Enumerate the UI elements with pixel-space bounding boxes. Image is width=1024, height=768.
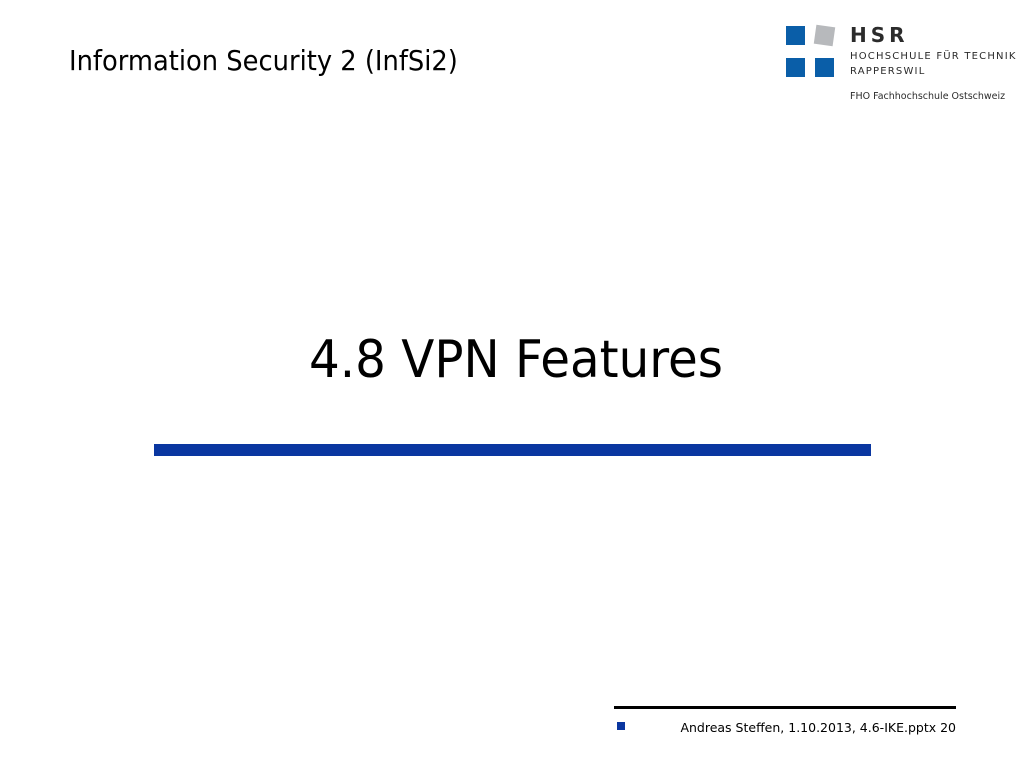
footer-bullet-icon — [617, 722, 625, 730]
logo-square-grey-top-right — [813, 24, 836, 47]
footer-text: Andreas Steffen, 1.10.2013, 4.6-IKE.pptx… — [680, 720, 956, 735]
logo-square-blue-top-left — [786, 26, 805, 45]
slide-title: 4.8 VPN Features — [308, 330, 724, 390]
logo-square-blue-bottom-left — [786, 58, 805, 77]
logo-name: HSR — [850, 23, 909, 47]
logo-line-1: HOCHSCHULE FÜR TECHNIK — [850, 51, 1017, 62]
title-underline-rule — [154, 444, 871, 456]
hsr-logo: HSR HOCHSCHULE FÜR TECHNIK RAPPERSWIL FH… — [784, 24, 1020, 104]
course-title: Information Security 2 (InfSi2) — [69, 44, 458, 77]
logo-subline: FHO Fachhochschule Ostschweiz — [850, 91, 1006, 102]
footer-rule — [614, 706, 956, 709]
logo-line-2: RAPPERSWIL — [850, 66, 926, 77]
logo-square-blue-bottom-right — [815, 58, 834, 77]
